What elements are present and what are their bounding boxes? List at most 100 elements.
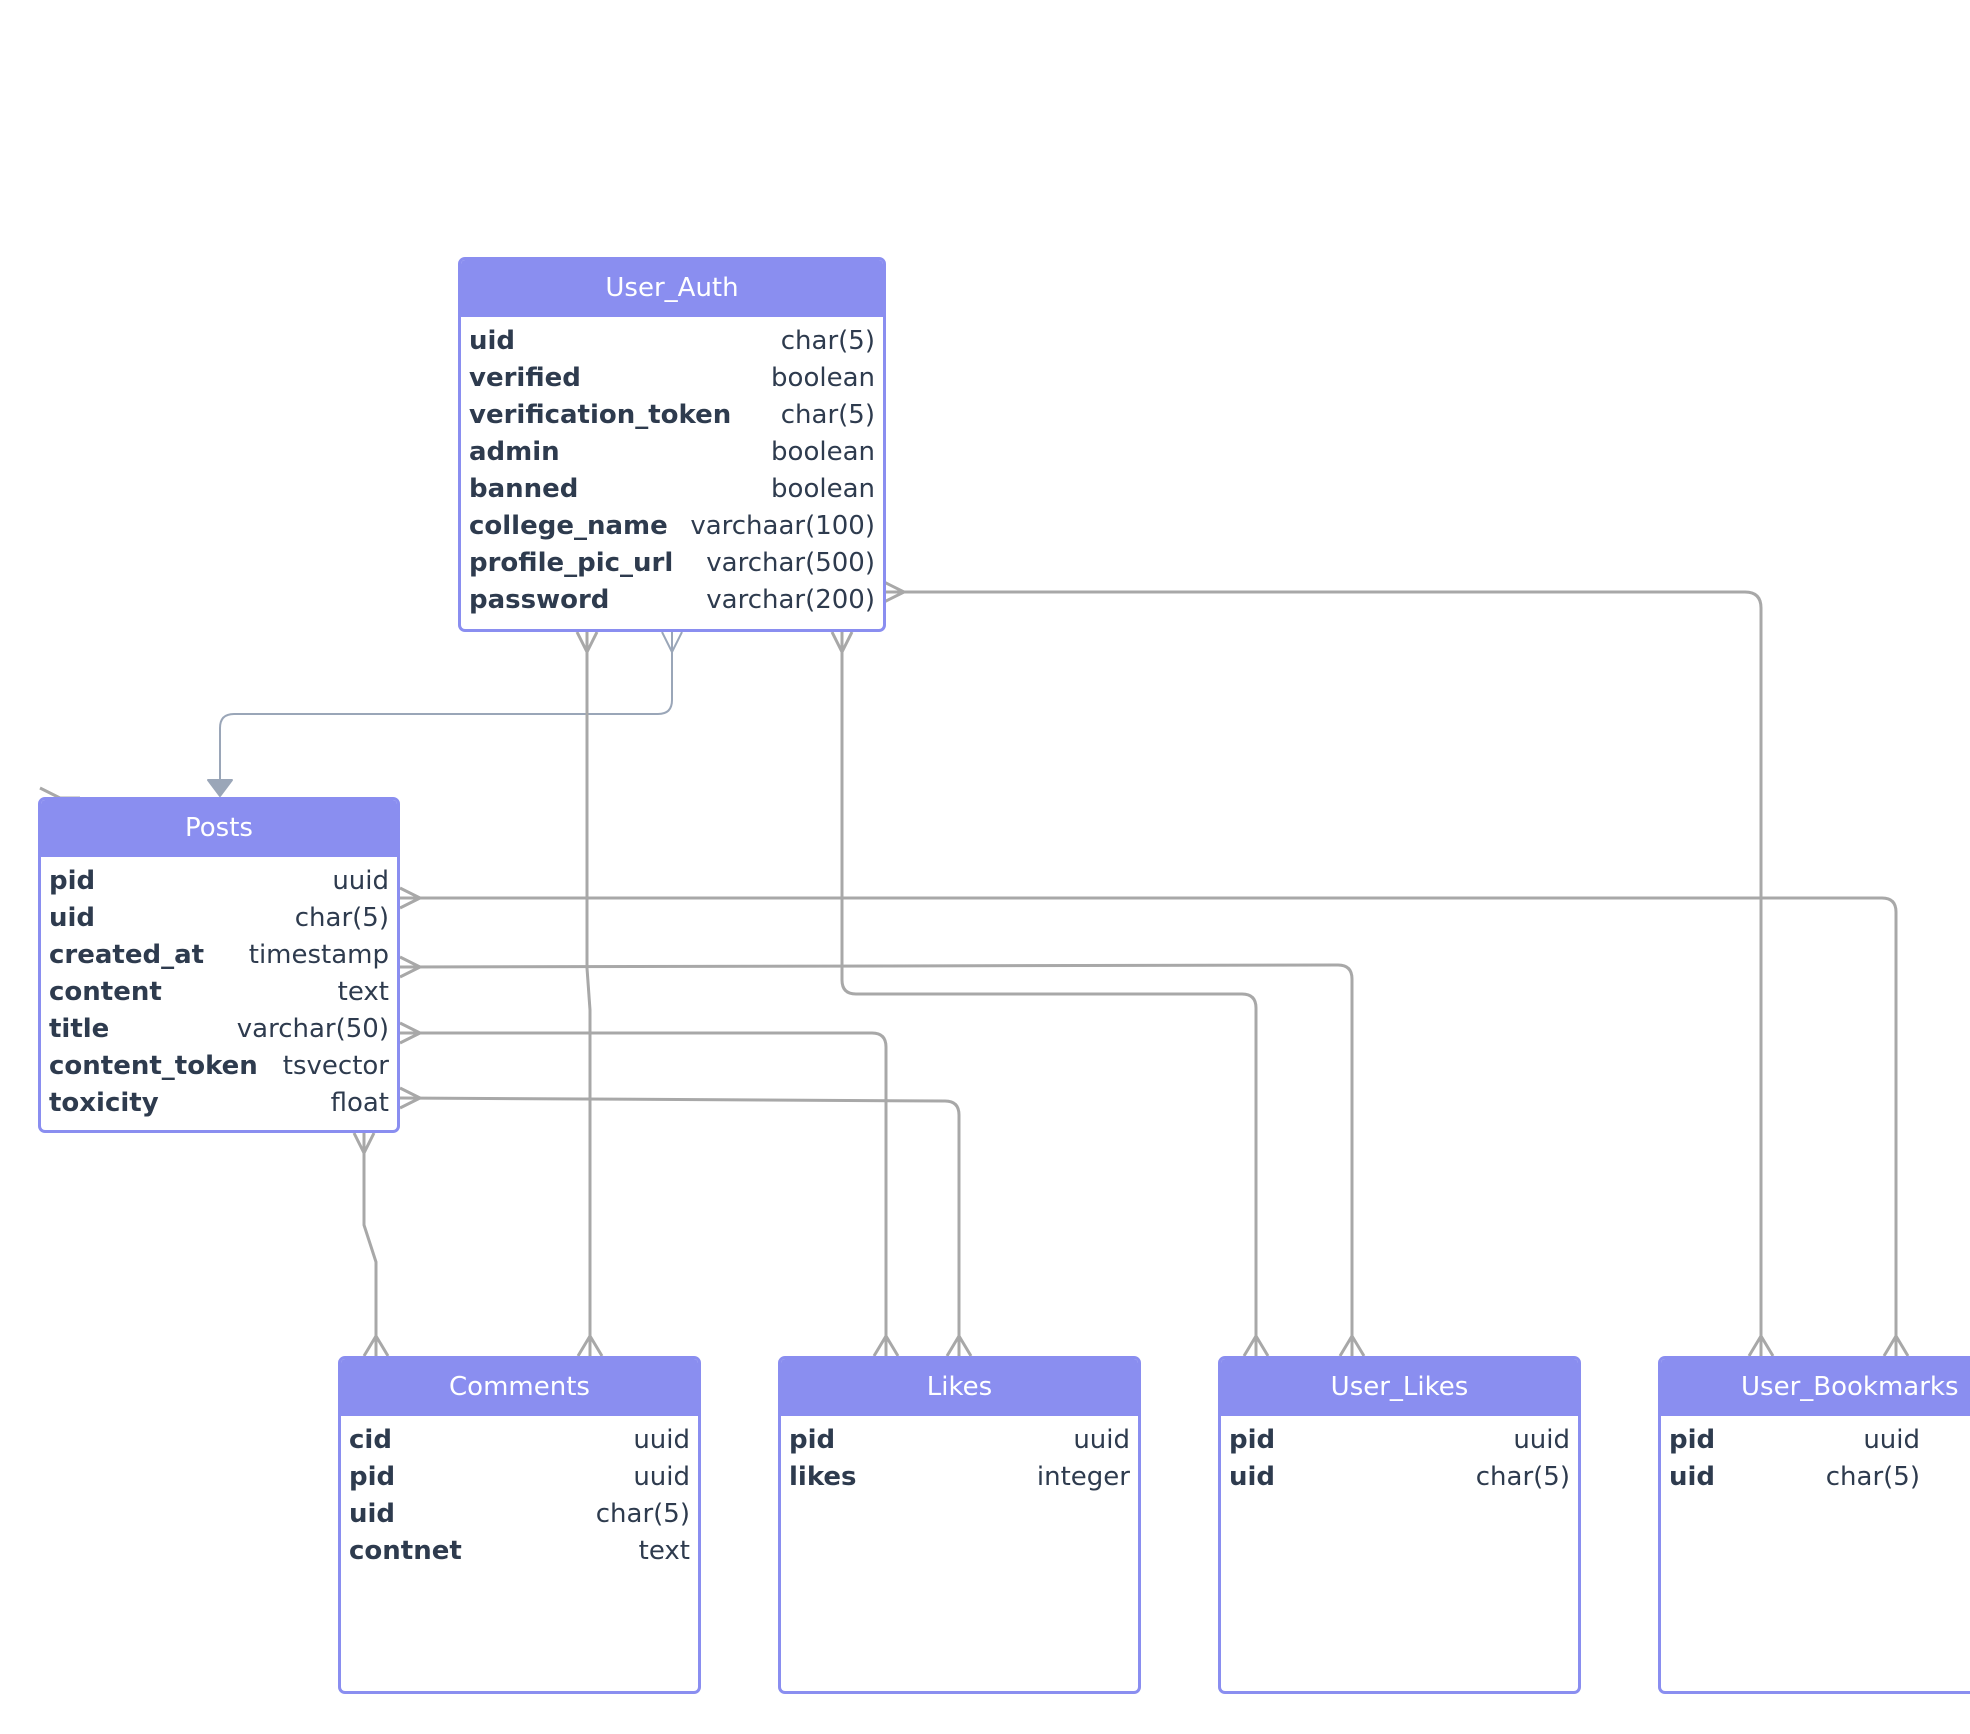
crowfoot-userauth-userlikes-bottom: [1242, 1334, 1270, 1357]
field-name: verification_token: [469, 400, 732, 430]
field-row: pid uuid: [789, 1422, 1130, 1459]
field-name: cid: [349, 1425, 392, 1455]
field-type: text: [638, 1536, 690, 1566]
field-name: title: [49, 1014, 110, 1044]
field-type: char(5): [294, 903, 389, 933]
field-row: password varchar(200): [469, 582, 875, 619]
entity-likes[interactable]: Likes pid uuid likes integer: [778, 1356, 1141, 1694]
field-row: pid uuid: [1229, 1422, 1570, 1459]
field-name: toxicity: [49, 1088, 159, 1118]
crowfoot-posts-comments-bottom: [362, 1334, 390, 1357]
field-row: verification_token char(5): [469, 397, 875, 434]
field-name: uid: [49, 903, 96, 933]
field-type: char(5): [780, 326, 875, 356]
field-name: pid: [349, 1462, 396, 1492]
entity-title: Comments: [341, 1359, 698, 1416]
field-row: created_at timestamp: [49, 937, 389, 974]
field-name: college_name: [469, 511, 668, 541]
field-type: uuid: [1073, 1425, 1130, 1455]
crowfoot-userauth-comments-top: [575, 631, 599, 654]
field-type: varchar(50): [236, 1014, 389, 1044]
entity-user-bookmarks[interactable]: User_Bookmarks pid uuid uid char(5): [1658, 1356, 1970, 1694]
field-row: admin boolean: [469, 434, 875, 471]
field-type: timestamp: [248, 940, 389, 970]
field-type: varchaar(100): [690, 511, 875, 541]
entity-title: Posts: [41, 800, 397, 857]
field-name: content_token: [49, 1051, 258, 1081]
field-type: integer: [1036, 1462, 1130, 1492]
connector-posts-comments: [362, 1133, 378, 1356]
field-type: char(5): [595, 1499, 690, 1529]
field-row: pid uuid: [1669, 1422, 1920, 1459]
field-type: boolean: [771, 474, 875, 504]
field-name: contnet: [349, 1536, 462, 1566]
crowfoot-userauth-bookmarks-side: [883, 580, 906, 604]
field-name: likes: [789, 1462, 857, 1492]
field-row: uid char(5): [49, 900, 389, 937]
field-type: uuid: [1863, 1425, 1920, 1455]
field-row: uid char(5): [1669, 1459, 1920, 1496]
field-type: char(5): [1825, 1462, 1920, 1492]
field-name: verified: [469, 363, 581, 393]
connector-userauth-userbookmarks: [884, 590, 1763, 1356]
connector-userauth-posts: [219, 632, 673, 788]
connector-userauth-userlikes: [840, 632, 1258, 1356]
crowfoot-userauth-posts: [661, 631, 683, 653]
field-row: likes integer: [789, 1459, 1130, 1496]
crowfoot-posts-bookmarks-side: [399, 886, 422, 910]
entity-title: User_Bookmarks: [1661, 1359, 1970, 1416]
field-type: float: [330, 1088, 389, 1118]
field-row: pid uuid: [49, 863, 389, 900]
field-type: uuid: [1513, 1425, 1570, 1455]
entity-title: User_Likes: [1221, 1359, 1578, 1416]
field-name: uid: [469, 326, 516, 356]
crowfoot-userauth-comments-bottom: [576, 1334, 604, 1357]
field-row: banned boolean: [469, 471, 875, 508]
connector-posts-likes-b: [399, 1096, 961, 1356]
connector-posts-userlikes: [399, 963, 1354, 1356]
field-name: uid: [1669, 1462, 1716, 1492]
crowfoot-posts-userlikes-side: [399, 955, 422, 979]
connector-posts-userbookmarks: [400, 896, 1898, 1356]
crowfoot-posts-userlikes-bottom: [1338, 1334, 1366, 1357]
field-row: toxicity float: [49, 1085, 389, 1122]
field-row: uid char(5): [349, 1496, 690, 1533]
crowfoot-posts-likes-a-side: [399, 1021, 422, 1045]
field-type: boolean: [771, 437, 875, 467]
field-name: pid: [789, 1425, 836, 1455]
field-name: pid: [49, 866, 96, 896]
field-name: admin: [469, 437, 560, 467]
crowfoot-userauth-userlikes-top: [830, 631, 854, 654]
field-row: college_name varchaar(100): [469, 508, 875, 545]
field-name: profile_pic_url: [469, 548, 674, 578]
entity-title: Likes: [781, 1359, 1138, 1416]
field-name: banned: [469, 474, 579, 504]
field-type: text: [337, 977, 389, 1007]
field-row: title varchar(50): [49, 1011, 389, 1048]
crowfoot-posts-likes-b-side: [399, 1086, 422, 1110]
field-name: password: [469, 585, 610, 615]
field-type: varchar(200): [706, 585, 875, 615]
field-type: char(5): [780, 400, 875, 430]
field-type: uuid: [633, 1425, 690, 1455]
field-row: contnet text: [349, 1533, 690, 1570]
entity-posts[interactable]: Posts pid uuid uid char(5) created_at times…: [38, 797, 400, 1133]
crowfoot-posts-likes-a-bottom: [872, 1334, 900, 1357]
field-type: uuid: [332, 866, 389, 896]
field-name: pid: [1669, 1425, 1716, 1455]
field-name: pid: [1229, 1425, 1276, 1455]
field-name: created_at: [49, 940, 205, 970]
field-name: uid: [349, 1499, 396, 1529]
crowfoot-userauth-bookmarks-bottom: [1747, 1334, 1775, 1357]
field-row: content_token tsvector: [49, 1048, 389, 1085]
field-row: uid char(5): [469, 323, 875, 360]
field-type: tsvector: [282, 1051, 389, 1081]
connector-posts-likes-a: [400, 1031, 888, 1356]
